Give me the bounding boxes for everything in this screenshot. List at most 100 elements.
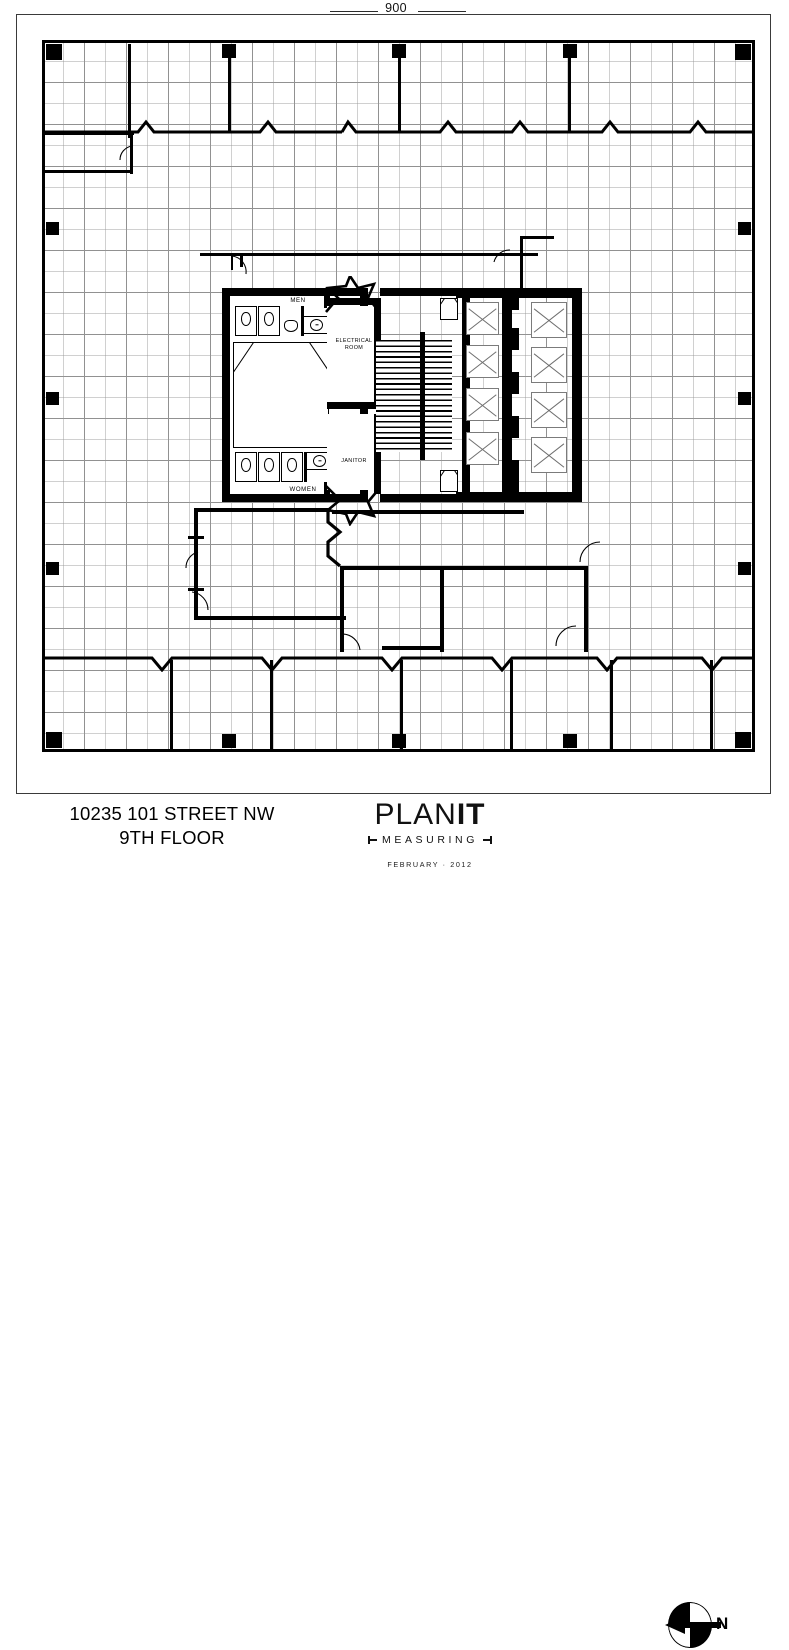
elevator-bank-east-wall-top	[510, 288, 582, 298]
room-label-janitor: JANITOR	[341, 458, 367, 464]
column	[735, 44, 751, 60]
partition-wall	[270, 660, 273, 750]
address-line-1: 10235 101 STREET NW	[69, 803, 275, 824]
janitor-wall-east	[374, 414, 381, 494]
tenant-wall	[440, 566, 444, 652]
stair-treads	[376, 340, 452, 452]
elevator-bank-east-wall-west	[510, 288, 519, 310]
core-north-stub	[200, 253, 242, 256]
partition-wall	[228, 44, 231, 132]
elevator-cab	[466, 388, 499, 421]
floor-plan-drawing: MEN WOMEN ELECTRICAL ROOM JANITOR	[42, 40, 755, 752]
column	[738, 562, 751, 575]
stair-run	[376, 332, 452, 460]
overall-dimension-top: 900	[0, 0, 789, 22]
door-swing	[190, 591, 212, 618]
toilet-fixture	[287, 458, 297, 472]
elevator-bank-west-wall-east	[502, 288, 512, 502]
elevator-bank-east-wall-east	[572, 288, 582, 502]
door-swing	[228, 255, 250, 280]
corridor-stub	[188, 536, 204, 539]
core-corner-jog-sw	[324, 484, 380, 526]
column	[46, 222, 59, 235]
corridor-wall-bottom	[194, 616, 346, 620]
corridor-wall-west	[194, 508, 198, 620]
elevator-bank-east-wall-west	[510, 372, 519, 394]
door-swing	[182, 551, 202, 576]
column	[222, 734, 236, 748]
core-south-wall	[332, 510, 524, 514]
project-address: 10235 101 STREET NW 9TH FLOOR	[22, 802, 322, 851]
dimension-line-left	[330, 11, 378, 12]
column	[392, 734, 406, 748]
elevator-cab	[531, 347, 567, 383]
logo-plan-text: PLAN	[374, 798, 457, 831]
logo-it-text: IT	[456, 798, 486, 831]
dimension-line-right	[418, 11, 466, 12]
south-window-wall	[42, 648, 755, 672]
partition-wall	[510, 660, 513, 750]
perimeter-wall	[42, 40, 755, 752]
elevator-bank-east-wall-west	[510, 328, 519, 350]
tenant-wall	[340, 566, 344, 652]
door-swing	[118, 145, 138, 168]
core-north-wall	[240, 253, 538, 256]
logo-subtitle-text: MEASURING	[382, 834, 478, 846]
measure-tick-left-icon	[368, 836, 377, 844]
sheet-border	[16, 14, 771, 794]
elevator-bank-east-wall-west	[510, 416, 519, 438]
measure-tick-right-icon	[483, 836, 492, 844]
column	[46, 392, 59, 405]
title-block: 10235 101 STREET NW 9TH FLOOR PLANIT MEA…	[0, 794, 789, 1648]
toilet-fixture	[241, 312, 251, 326]
company-logo: PLANIT MEASURING FEBRUARY · 2012	[330, 800, 530, 869]
door-swing	[579, 541, 608, 568]
stair-shaft-box	[440, 470, 458, 492]
partition-wall	[128, 44, 131, 138]
stair-shaft-box	[440, 298, 458, 320]
core-ne-wall-top	[520, 236, 554, 239]
elevator-cab	[466, 345, 499, 378]
elevator-bank-west-wall-bottom	[456, 492, 512, 502]
north-arrow-head	[665, 1616, 685, 1634]
elevator-bank-west-wall-top	[456, 288, 512, 298]
partition-wall	[398, 44, 401, 132]
room-label-electrical-room: ELECTRICAL ROOM	[335, 338, 373, 351]
north-arrow-icon: N	[665, 1602, 748, 1650]
office-wall	[42, 132, 134, 135]
elevator-cab	[531, 437, 567, 473]
column	[46, 562, 59, 575]
partition-wall	[170, 660, 173, 750]
room-label-women: WOMEN	[289, 486, 317, 493]
electrical-room-wall-top	[327, 298, 381, 305]
dimension-label: 900	[385, 1, 407, 15]
column	[563, 734, 577, 748]
sink-fixture	[310, 319, 323, 331]
column	[738, 222, 751, 235]
partition-wall	[568, 44, 571, 132]
core-corner-jog-nw	[324, 276, 380, 314]
corridor-wall-top	[194, 508, 330, 512]
floor-plan-sheet: 900	[0, 0, 789, 868]
lavatory-partition	[301, 306, 304, 336]
corridor-jog-wall	[326, 508, 352, 570]
washroom-wall-west	[222, 288, 230, 502]
washroom-wall-bottom	[222, 494, 368, 502]
logo-wordmark: PLANIT	[330, 800, 530, 830]
drawing-date: FEBRUARY · 2012	[387, 860, 473, 869]
elevator-cab	[466, 432, 499, 465]
electrical-room	[327, 306, 377, 404]
partition-wall	[610, 660, 613, 750]
toilet-fixture	[264, 312, 274, 326]
door-swing	[550, 625, 578, 650]
office-wall	[42, 170, 132, 173]
column	[735, 732, 751, 748]
elevator-bank-east-wall-bottom	[510, 492, 582, 502]
stair-landing-wall	[420, 332, 425, 460]
lavatory-partition	[304, 452, 307, 482]
elevator-cab	[531, 392, 567, 428]
shaft-chase	[233, 342, 329, 448]
column	[738, 392, 751, 405]
room-label-men: MEN	[290, 297, 306, 304]
column	[46, 44, 62, 60]
